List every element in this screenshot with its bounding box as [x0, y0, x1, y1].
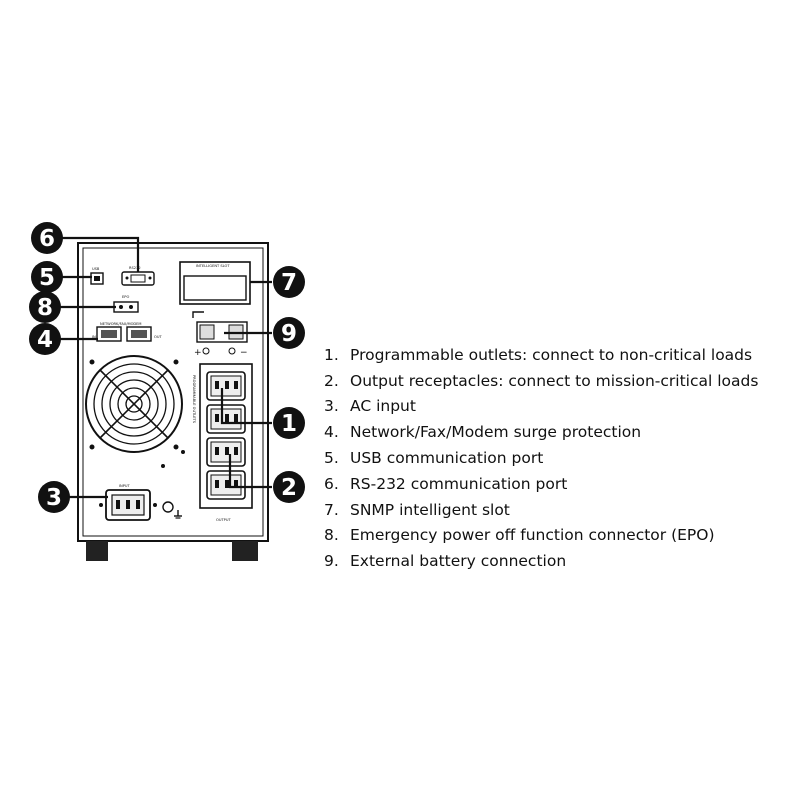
battery-minus-label: −	[240, 348, 248, 358]
in-label: IN	[92, 335, 96, 339]
screw-dot	[161, 464, 165, 468]
legend-number: 8.	[324, 526, 339, 545]
legend-item: 3. AC input	[324, 394, 758, 420]
legend-number: 7.	[324, 500, 339, 519]
svg-text:8: 8	[37, 295, 53, 321]
legend-text: USB communication port	[350, 449, 544, 468]
network-ports: NETWORK/FAX/MODEM IN OUT	[92, 322, 162, 342]
callout-6: 6	[31, 222, 63, 254]
screw-dot	[181, 450, 185, 454]
legend-item: 5. USB communication port	[324, 445, 758, 471]
svg-text:6: 6	[39, 226, 55, 252]
epo-label: EPO	[122, 295, 129, 299]
legend-item: 9. External battery connection	[324, 548, 758, 574]
legend-text: Network/Fax/Modem surge protection	[350, 423, 642, 442]
leader-2	[228, 454, 272, 489]
legend-number: 3.	[324, 397, 339, 416]
ground-screw	[162, 501, 182, 519]
svg-text:3: 3	[46, 485, 62, 511]
legend-text: Programmable outlets: connect to non-cri…	[350, 345, 753, 364]
intelligent-slot-label: INTELLIGENT SLOT	[196, 264, 230, 268]
legend-item: 8. Emergency power off function connector…	[324, 523, 758, 549]
callout-7: 7	[273, 266, 305, 298]
legend-number: 1.	[324, 345, 339, 364]
legend-text: External battery connection	[350, 552, 567, 571]
fan-grille	[85, 355, 183, 453]
battery-connector: + −	[192, 311, 248, 358]
callout-8: 8	[29, 291, 61, 323]
legend-item: 4. Network/Fax/Modem surge protection	[324, 419, 758, 445]
legend-number: 2.	[324, 371, 339, 390]
callout-5: 5	[31, 261, 63, 293]
intelligent-slot: INTELLIGENT SLOT	[179, 261, 251, 305]
usb-label: USB	[92, 267, 100, 271]
leader-1	[220, 388, 272, 425]
outlet-1	[206, 371, 246, 401]
legend-text: SNMP intelligent slot	[350, 500, 510, 519]
network-label: NETWORK/FAX/MODEM	[100, 322, 142, 326]
leader-6	[62, 236, 140, 272]
callout-1: 1	[273, 407, 305, 439]
legend-number: 9.	[324, 552, 339, 571]
callout-4: 4	[29, 323, 61, 355]
legend-item: 6. RS-232 communication port	[324, 471, 758, 497]
out-label: OUT	[154, 335, 162, 339]
legend-item: 2. Output receptacles: connect to mission…	[324, 368, 758, 394]
svg-text:7: 7	[281, 270, 297, 296]
programmable-outlets-label: PROGRAMMABLE OUTLETS	[192, 375, 196, 424]
legend-item: 7. SNMP intelligent slot	[324, 497, 758, 523]
output-label: OUTPUT	[216, 518, 231, 522]
legend-text: Output receptacles: connect to mission-c…	[350, 371, 759, 390]
outlet-4	[206, 470, 246, 500]
legend-number: 4.	[324, 423, 339, 442]
legend-number: 6.	[324, 474, 339, 493]
input-label: INPUT	[119, 484, 131, 488]
svg-text:9: 9	[281, 321, 297, 347]
svg-text:4: 4	[37, 327, 53, 353]
svg-text:2: 2	[281, 475, 297, 501]
callout-2: 2	[273, 471, 305, 503]
epo-connector: EPO	[113, 295, 139, 313]
outlet-3	[206, 437, 246, 467]
callout-9: 9	[273, 317, 305, 349]
legend-list: 1. Programmable outlets: connect to non-c…	[324, 342, 758, 574]
ac-input-socket: INPUT	[99, 484, 157, 521]
usb-port: USB	[90, 267, 104, 285]
legend-text: Emergency power off function connector (…	[350, 526, 715, 545]
outlet-group: PROGRAMMABLE OUTLETS OUTPUT	[192, 363, 253, 522]
ups-body	[77, 242, 269, 561]
callout-3: 3	[38, 481, 70, 513]
svg-text:1: 1	[281, 411, 297, 437]
legend-text: AC input	[350, 397, 416, 416]
svg-text:5: 5	[39, 265, 55, 291]
rs232-label: RS232	[129, 266, 141, 270]
battery-plus-label: +	[194, 348, 202, 358]
legend-number: 5.	[324, 449, 339, 468]
outlet-2	[206, 404, 246, 434]
legend-text: RS-232 communication port	[350, 474, 568, 493]
legend-item: 1. Programmable outlets: connect to non-c…	[324, 342, 758, 368]
